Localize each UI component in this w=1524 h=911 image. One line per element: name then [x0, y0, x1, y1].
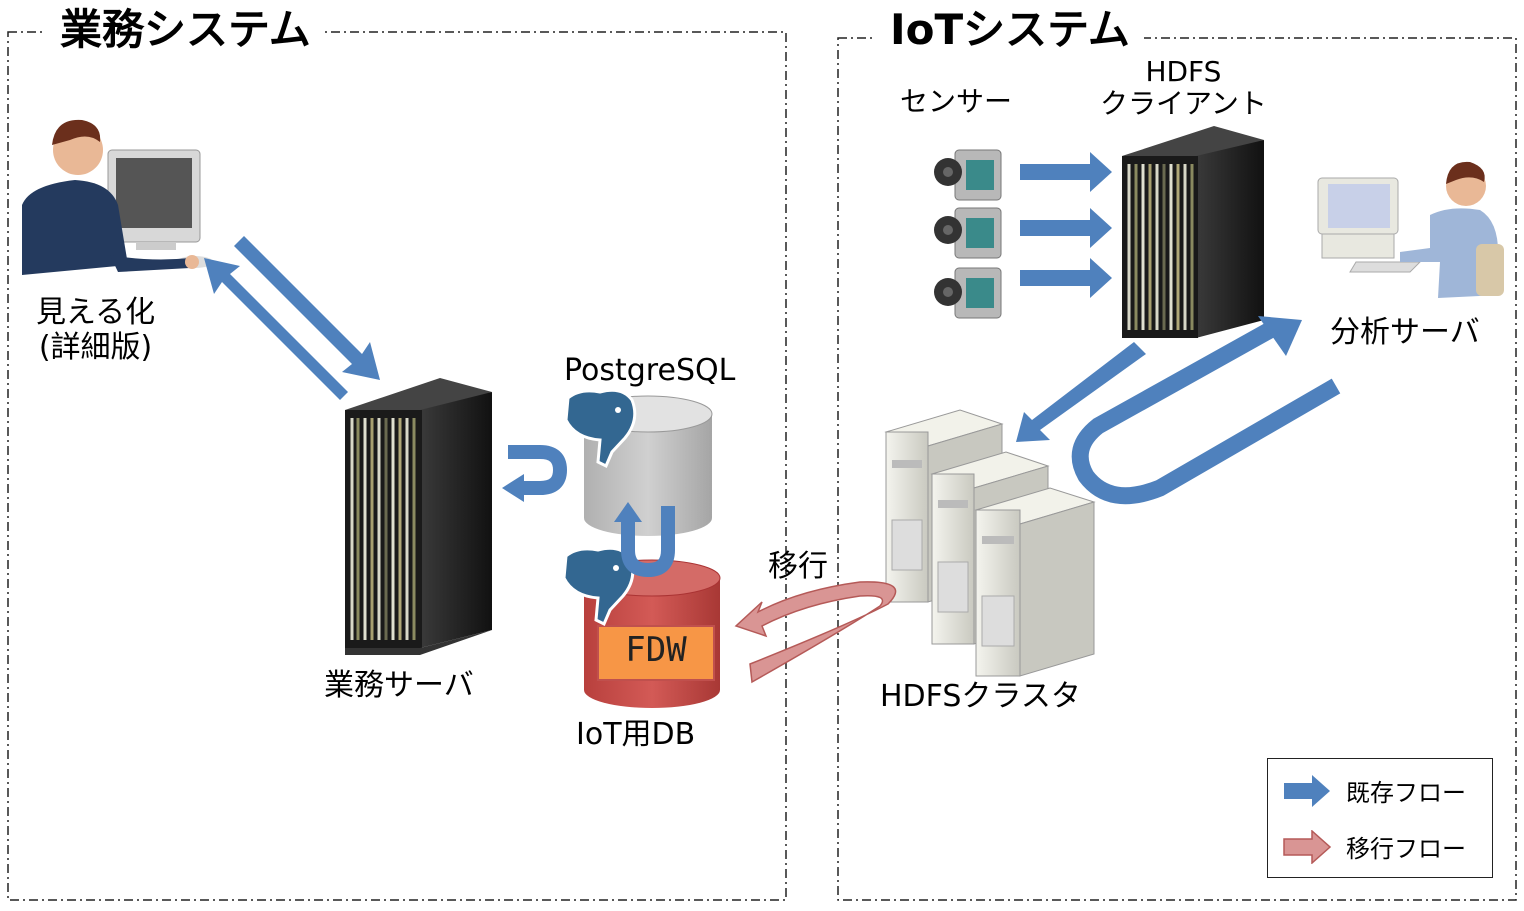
visualization-user-icon — [22, 119, 213, 275]
legend-migration-label: 移行フロー — [1346, 835, 1466, 863]
legend-existing: 既存フロー — [1282, 773, 1466, 808]
hdfs-client-label-line2: クライアント — [1100, 87, 1267, 121]
sensor-icon-1 — [934, 149, 1002, 201]
flow-arrow-server-to-user — [204, 258, 348, 400]
postgresql-label: PostgreSQL — [564, 353, 736, 388]
sensor-icon-2 — [934, 207, 1002, 259]
fdw-box — [597, 625, 715, 681]
legend: 既存フロー 移行フロー — [1267, 758, 1493, 878]
iot-system-title: IoTシステム — [876, 9, 1144, 51]
sensor-icon-3 — [934, 267, 1002, 319]
visualization-label-line2: (詳細版) — [38, 329, 153, 365]
visualization-label: 見える化 (詳細版) — [36, 295, 156, 365]
analysis-server-label: 分析サーバ — [1330, 315, 1480, 350]
hdfs-cluster-icon — [884, 409, 1096, 677]
flow-arrow-cluster-analysis — [1071, 322, 1341, 505]
postgresql-elephant-icon — [564, 388, 637, 469]
business-system-boundary — [7, 31, 787, 901]
iot-system-boundary — [837, 37, 1517, 901]
flow-arrow-postgres-to-server — [508, 445, 568, 495]
business-system-title: 業務システム — [46, 9, 325, 51]
legend-existing-label: 既存フロー — [1346, 779, 1466, 807]
business-server-icon — [345, 378, 492, 655]
hdfs-cluster-label: HDFSクラスタ — [880, 679, 1081, 714]
migration-label: 移行 — [768, 549, 828, 584]
legend-existing-arrow-icon — [1284, 774, 1330, 807]
flow-arrow-iotdb-to-postgres — [621, 506, 675, 578]
legend-migration: 移行フロー — [1282, 829, 1466, 864]
hdfs-client-icon — [1122, 126, 1264, 338]
flow-arrow-client-to-cluster — [1016, 342, 1146, 442]
migration-flow-arrow — [734, 581, 897, 684]
fdw-label: FDW — [625, 630, 687, 670]
flow-arrow-sensor1 — [1020, 152, 1112, 192]
legend-migration-arrow-icon — [1283, 829, 1332, 864]
hdfs-client-label: HDFS クライアント — [1100, 55, 1267, 121]
hdfs-client-label-line1: HDFS — [1145, 55, 1222, 88]
iot-db-label: IoT用DB — [576, 717, 696, 752]
sensor-label: センサー — [900, 85, 1013, 118]
analysis-user-icon — [1317, 161, 1504, 298]
business-server-label: 業務サーバ — [324, 668, 474, 703]
flow-arrow-sensor3 — [1020, 258, 1112, 298]
flow-arrow-sensor2 — [1020, 208, 1112, 248]
visualization-label-line1: 見える化 — [36, 295, 156, 330]
flow-arrow-user-to-server — [234, 236, 380, 380]
